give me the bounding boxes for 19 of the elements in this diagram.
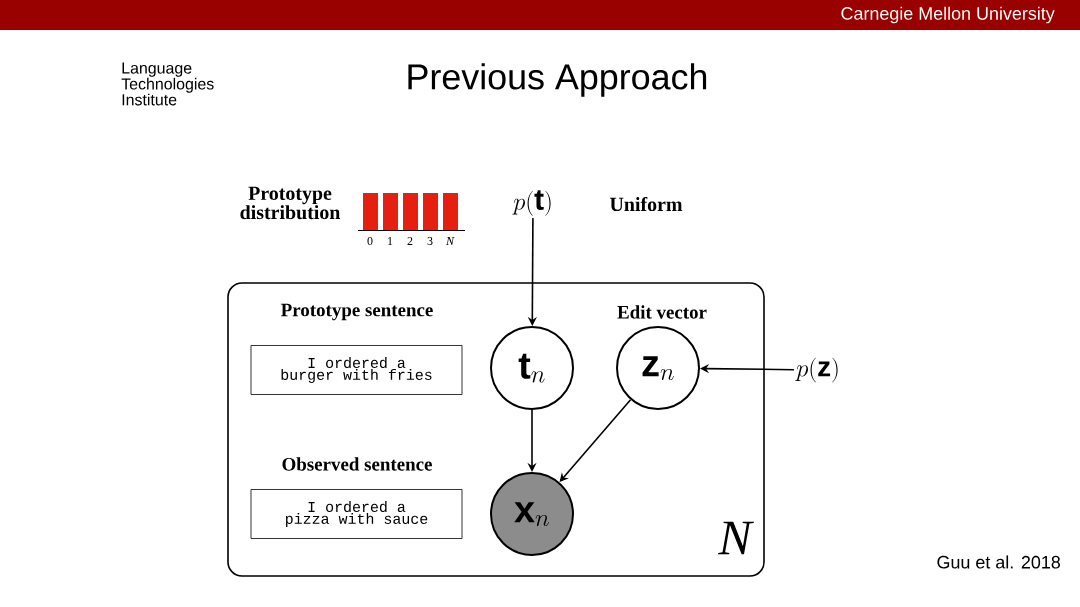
section-heading: Observed sentence: [282, 457, 432, 471]
section-heading: Edit vector: [617, 305, 707, 319]
tick-label: 2: [407, 237, 413, 245]
tick-label: N: [445, 237, 455, 245]
plate-label: N: [718, 521, 754, 555]
probability-formula: $p(\mathbf{t})$: [512, 190, 551, 216]
probability-formula: $p(\mathbf{z})$: [795, 357, 838, 383]
axis-title: Prototype distribution: [240, 186, 341, 220]
institute-name: Language Technologies Institute: [121, 62, 214, 106]
institution-name: Carnegie Mellon University: [841, 6, 1055, 24]
sentence-box: I ordered a burger with fries: [250, 345, 463, 395]
tick-label: 0: [367, 236, 373, 245]
tick-label: 3: [427, 236, 433, 245]
citation: Guu et al. 2018: [937, 555, 1060, 569]
tick-label: 1: [388, 237, 393, 245]
sentence-box: I ordered a pizza with sauce: [250, 489, 463, 539]
section-heading: Prototype sentence: [281, 303, 433, 321]
distribution-label: Uniform: [610, 196, 683, 212]
slide-title: Previous Approach: [408, 63, 707, 97]
